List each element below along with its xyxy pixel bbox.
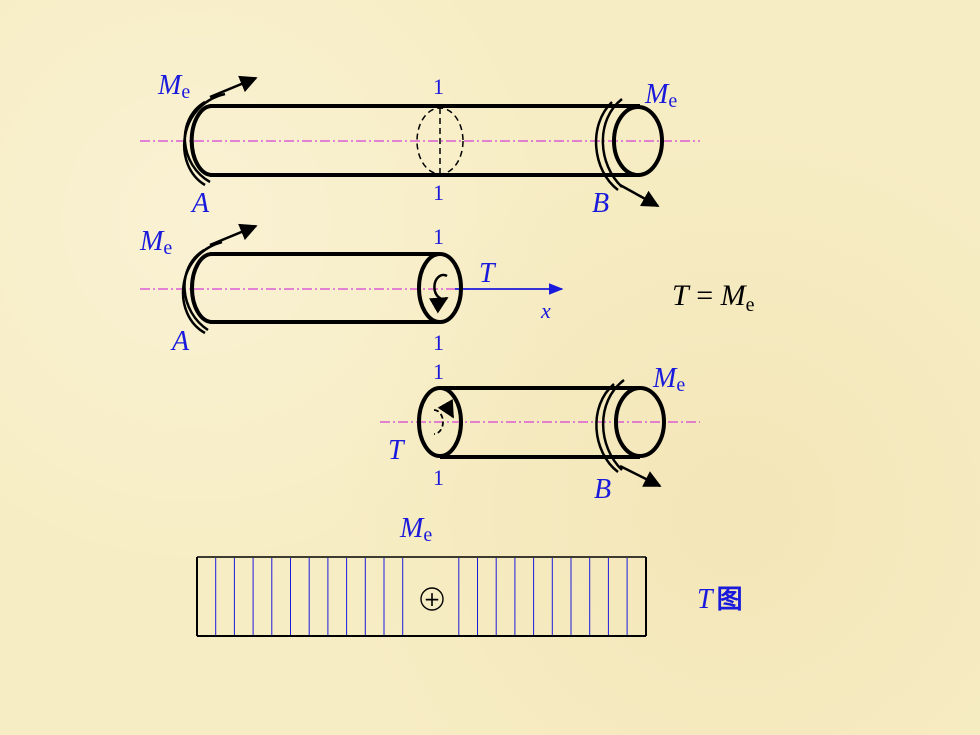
internal-torque-arc [428, 273, 449, 314]
moment-arc-left-inner [183, 100, 211, 184]
moment-arrow-left [209, 75, 258, 99]
full-shaft: Me Me 1 1 A B [140, 70, 700, 219]
right-segment-end [614, 386, 666, 458]
section-label-right-bottom: 1 [433, 465, 444, 490]
section-label-left-top: 1 [433, 224, 444, 249]
moment-label-b: Me [652, 363, 685, 396]
end-label-b: B [592, 188, 609, 219]
segment-left-end [190, 252, 213, 324]
moment-arc-b-inner [595, 383, 619, 473]
equilibrium-equation: T = Me [672, 279, 755, 316]
section-label-right-top: 1 [433, 359, 444, 384]
moment-arc-a-inner [183, 248, 209, 332]
torque-label-left: T [479, 258, 497, 289]
end-label-a: A [190, 188, 210, 219]
moment-arrow-right [619, 183, 660, 208]
left-segment: Me T x 1 1 A [139, 223, 564, 357]
segment-cut-face [417, 252, 463, 324]
moment-label-left: Me [157, 70, 190, 103]
right-segment-cut-face [417, 386, 463, 458]
moment-arc-right-inner [594, 101, 619, 191]
section-label-left-bottom: 1 [433, 330, 444, 355]
moment-label-right: Me [644, 79, 677, 112]
internal-torque-arc-right [433, 409, 444, 435]
section-label-bottom: 1 [433, 180, 444, 205]
moment-arc-b-outer [602, 379, 625, 471]
shaft-left-end [189, 104, 213, 177]
positive-sign-circle [420, 587, 444, 611]
torque-diagram-top-label: Me [399, 513, 432, 546]
moment-label-a: Me [139, 226, 172, 259]
end-label-a-segment: A [170, 326, 190, 357]
section-label-top: 1 [433, 74, 444, 99]
torque-diagram-hatching [215, 558, 628, 635]
shaft-right-end [612, 105, 664, 177]
moment-arrow-b [619, 464, 662, 488]
end-label-b-segment: B [594, 474, 611, 505]
axis-label-x: x [540, 298, 551, 323]
positive-sign: + [424, 587, 441, 611]
moment-arc-right-outer [601, 98, 623, 188]
torque-label-right: T [388, 435, 406, 466]
right-segment: Me T 1 1 B [380, 359, 700, 505]
moment-arrow-a [209, 223, 258, 247]
internal-torque-arrow-right [437, 398, 455, 419]
